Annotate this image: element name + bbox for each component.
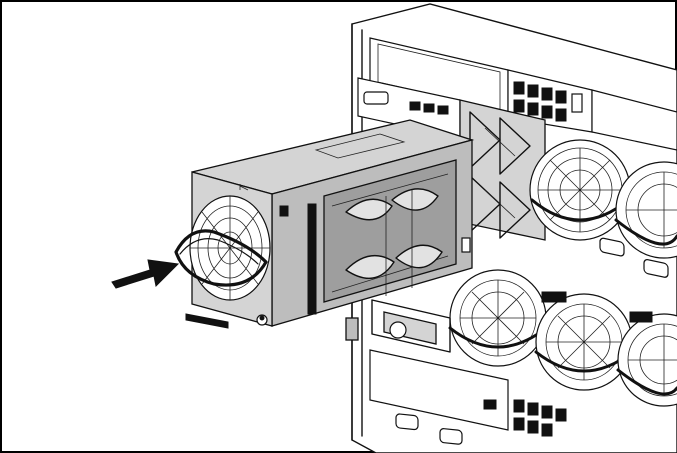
fan-blades-visible	[345, 188, 443, 296]
network-ports-bottom	[513, 399, 567, 437]
interior-grille	[459, 99, 546, 241]
installed-fan-lower-left	[448, 269, 548, 367]
fan-module	[174, 119, 475, 329]
module-release-tab	[185, 313, 229, 329]
network-ports-top	[513, 81, 583, 122]
release-latch-icon	[541, 291, 567, 303]
usb-port-icon	[483, 399, 497, 410]
bay-latch-icon	[345, 317, 359, 341]
installed-fan-upper-left	[529, 139, 631, 241]
module-latch-icon	[461, 237, 471, 253]
bottom-bay-row	[369, 349, 567, 445]
empty-fan-bay	[345, 299, 451, 353]
blade-enclosure	[345, 3, 677, 453]
front-fan-grille	[189, 195, 271, 301]
installed-fan-upper-right	[614, 161, 677, 259]
arrow-right-icon	[111, 259, 180, 289]
release-latch-icon	[629, 311, 653, 323]
module-slot	[307, 203, 317, 315]
fan-module-handle	[174, 229, 268, 287]
vga-port-icon	[643, 259, 669, 278]
serial-port-icon	[439, 428, 463, 445]
vga-port-icon	[599, 237, 625, 257]
serial-port-icon	[363, 91, 389, 105]
installed-fan-lower-right	[616, 311, 677, 407]
vga-port-icon	[395, 413, 419, 431]
